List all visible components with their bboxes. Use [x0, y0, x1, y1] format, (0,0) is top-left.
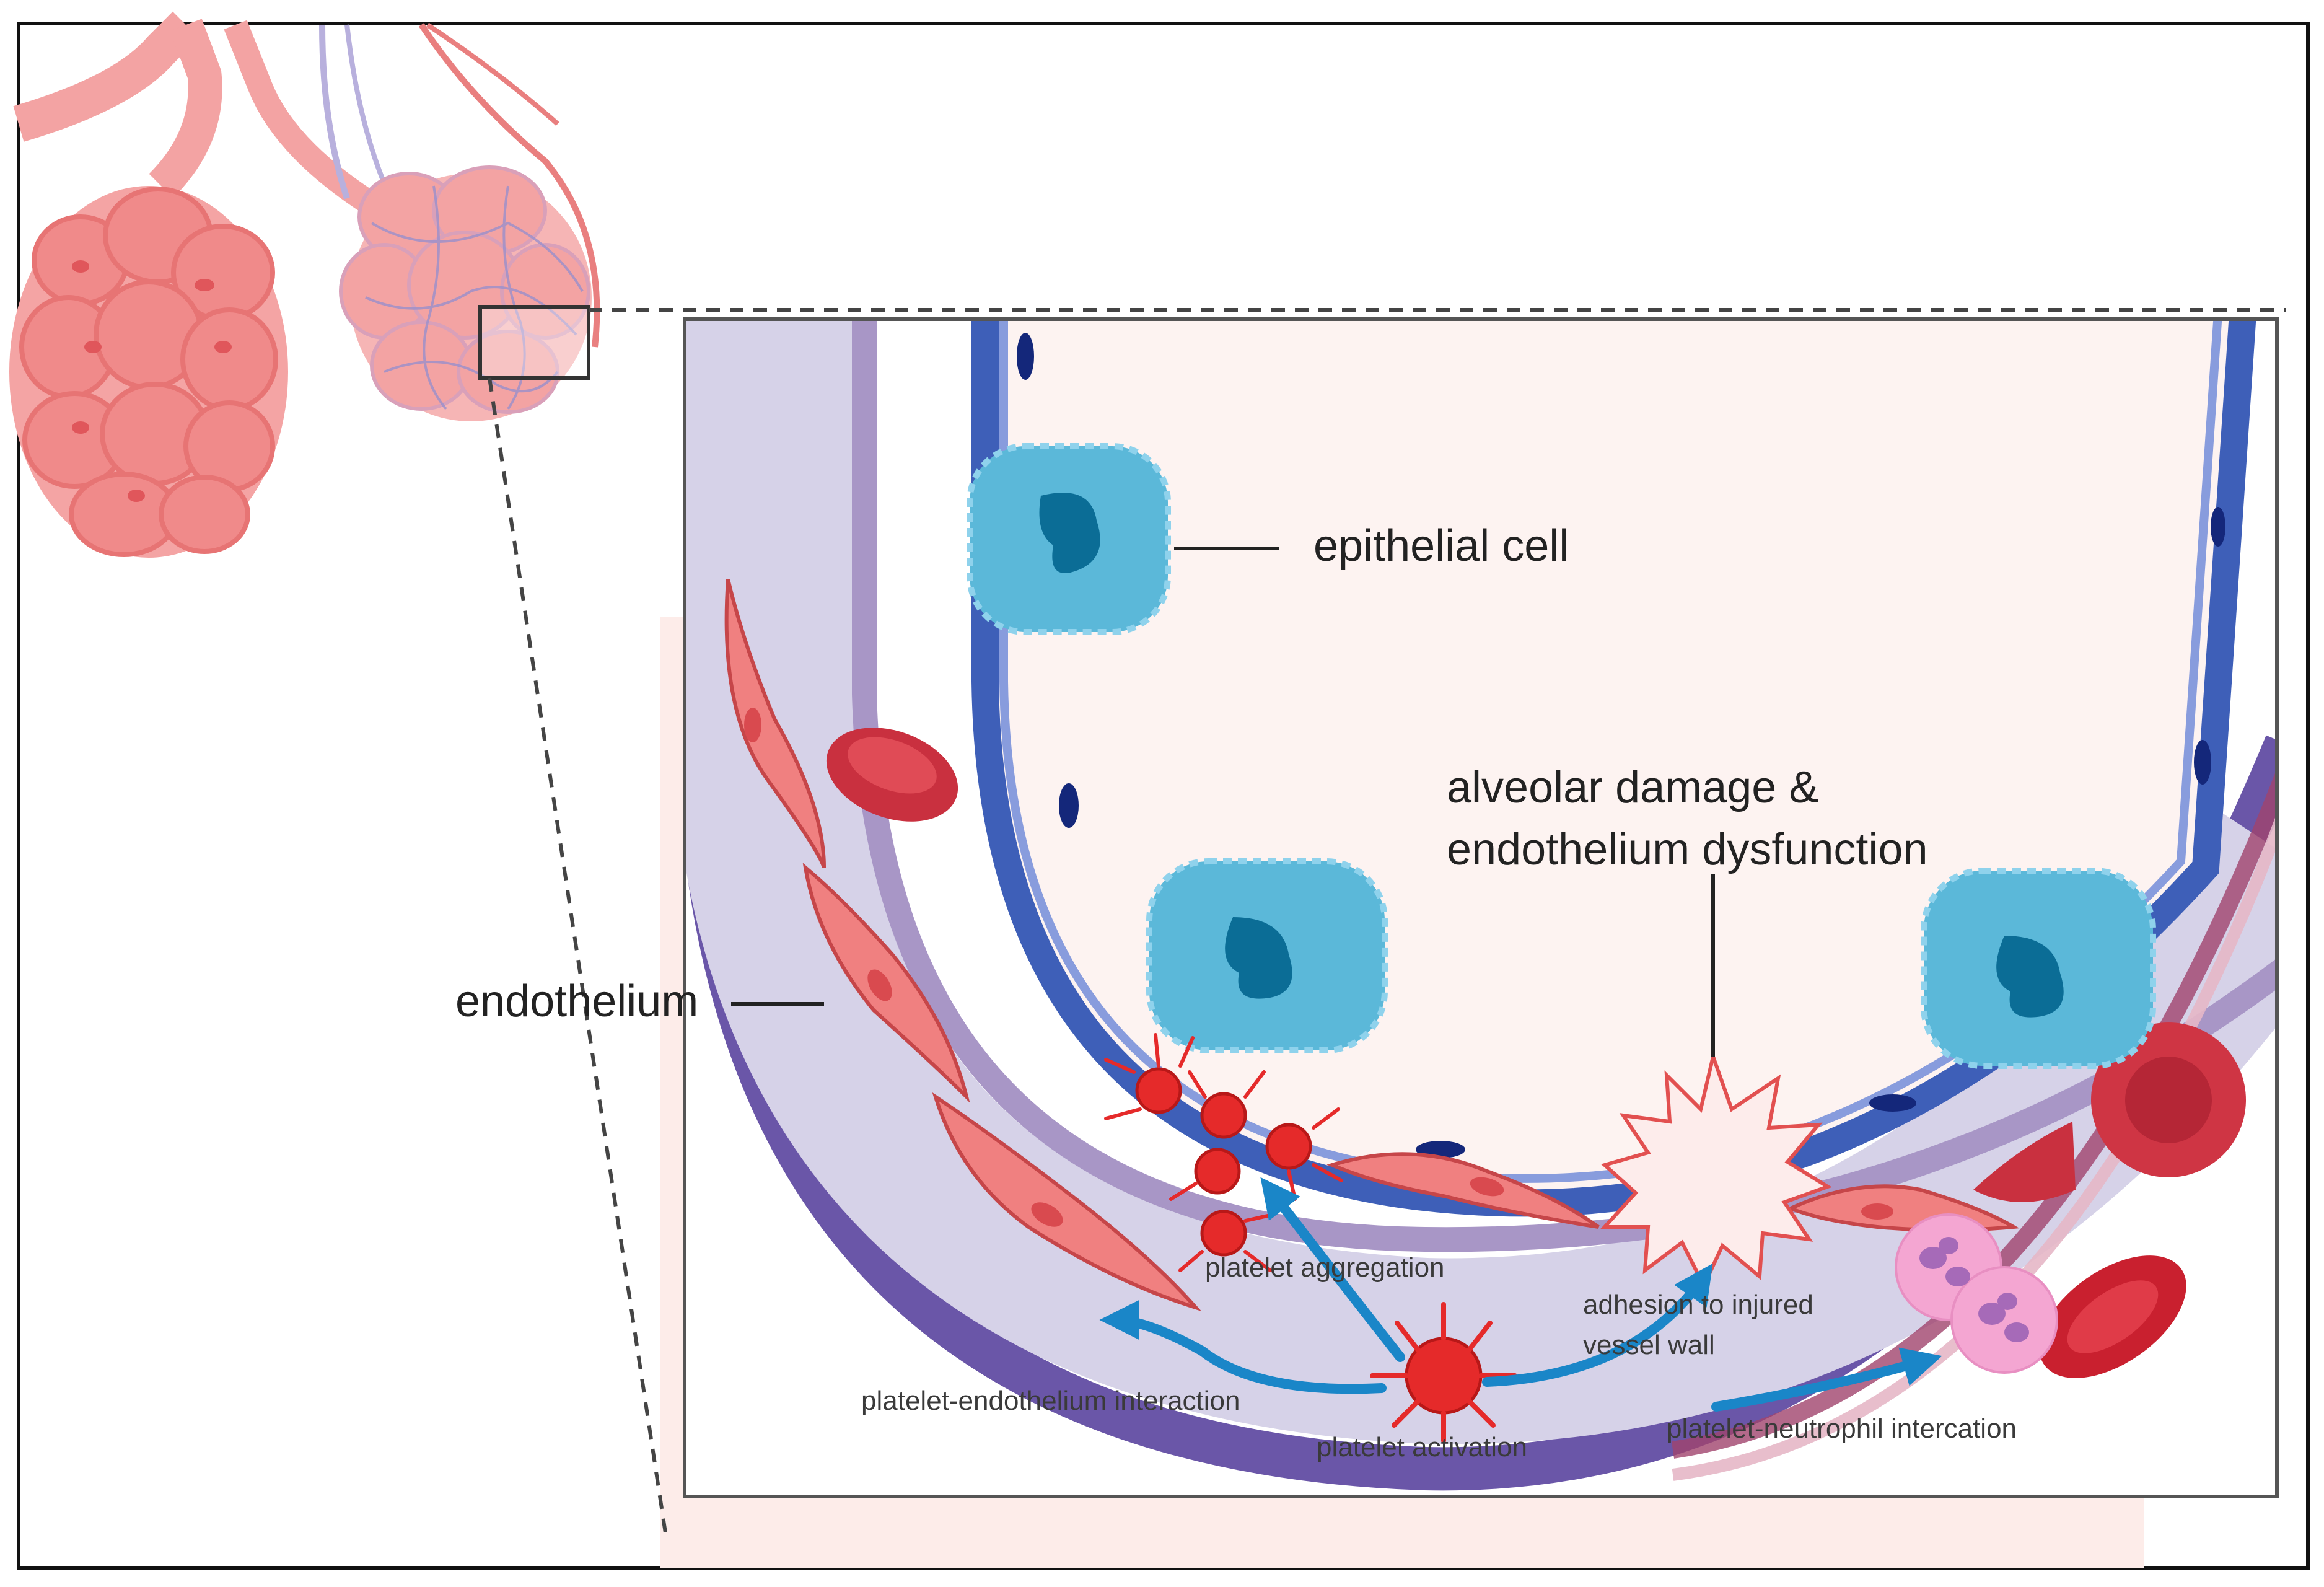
- neutrophils: [1895, 1213, 2058, 1374]
- label-alveolar-damage-1: alveolar damage &: [1447, 763, 1818, 812]
- alveolar-sac-left: [9, 186, 288, 558]
- alveolar-sac-capillary: [339, 165, 592, 421]
- inset-frame: [683, 317, 2279, 1498]
- red-blood-cells: [826, 728, 2246, 1378]
- label-endothelium: endothelium: [455, 977, 698, 1026]
- label-adhesion-2: vessel wall: [1583, 1330, 1715, 1360]
- label-platelet-neutrophil-interaction: platelet-neutrophil intercation: [1667, 1413, 2017, 1444]
- label-platelet-endothelium-interaction: platelet-endothelium interaction: [861, 1386, 1240, 1416]
- epithelial-cell-1: [967, 443, 1171, 635]
- zoom-box: [478, 305, 590, 380]
- activated-platelet: [1370, 1302, 1517, 1443]
- label-alveolar-damage-2: endothelium dysfunction: [1447, 825, 1928, 874]
- epithelial-cell-2: [1146, 858, 1388, 1053]
- arrow-endothelium-interaction: [1099, 1300, 1387, 1394]
- bronchiole-tree: [13, 11, 600, 348]
- arrows: [1099, 1177, 1942, 1412]
- arrow-aggregation: [1260, 1177, 1405, 1362]
- zoom-connector-left: [488, 377, 668, 1537]
- label-epithelial-cell: epithelial cell: [1313, 521, 1569, 571]
- label-adhesion-1: adhesion to injured: [1583, 1290, 1813, 1320]
- platelet-cluster: [1135, 1067, 1312, 1257]
- arrow-adhesion: [1482, 1263, 1713, 1387]
- vessel-lumen: [685, 319, 2277, 1444]
- arrow-neutrophil: [1711, 1347, 1942, 1412]
- epithelial-cell-3: [1921, 868, 2156, 1069]
- label-platelet-aggregation: platelet aggregation: [1205, 1252, 1445, 1283]
- label-platelet-activation: platelet activation: [1317, 1432, 1527, 1462]
